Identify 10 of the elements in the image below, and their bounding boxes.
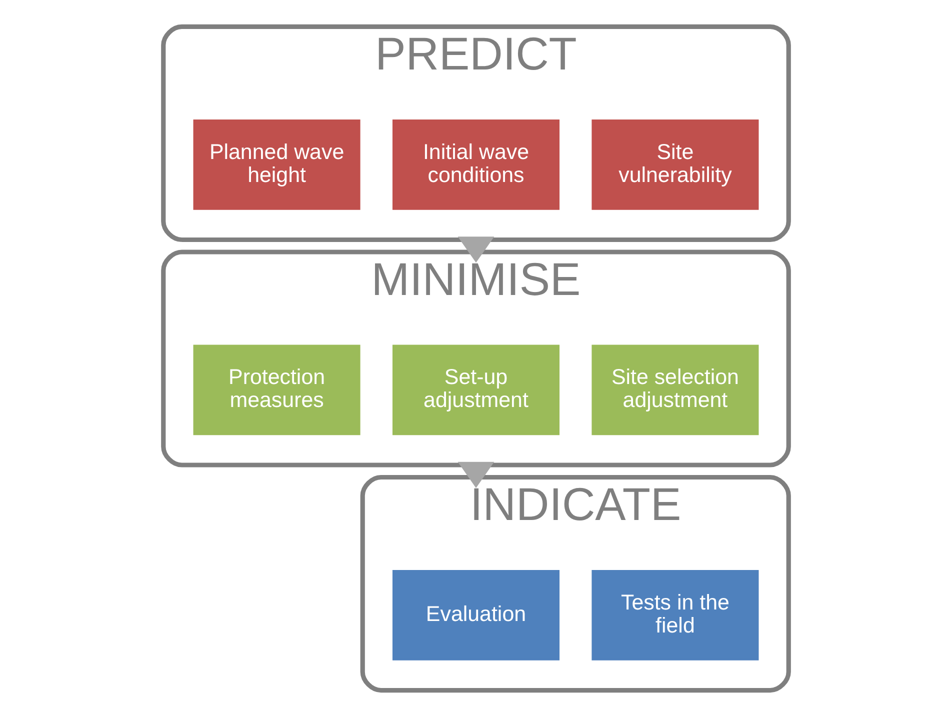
node-box: Site vulnerability: [591, 119, 758, 210]
node-box: Tests in the field: [591, 570, 758, 660]
node-box: Evaluation: [392, 570, 560, 660]
node-box: Planned wave height: [192, 119, 360, 210]
node-box: Protection measures: [192, 344, 360, 436]
node-box: Set-up adjustment: [392, 344, 560, 436]
node-box: Initial wave conditions: [392, 119, 560, 210]
arrow: [457, 236, 494, 263]
arrow: [457, 462, 494, 488]
node-box: Site selection adjustment: [591, 344, 758, 436]
